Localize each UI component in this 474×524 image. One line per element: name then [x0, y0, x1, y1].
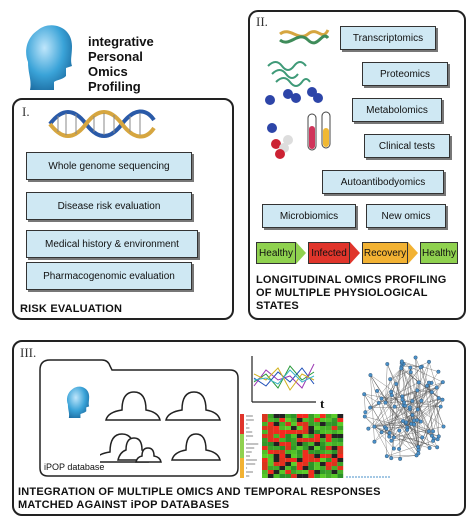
panel-iii-numeral: III. [20, 345, 37, 360]
proteomics-box: Proteomics [362, 62, 448, 86]
transcriptomics-box: Transcriptomics [340, 26, 436, 50]
panel-iii-title: INTEGRATION OF MULTIPLE OMICS AND TEMPOR… [18, 486, 381, 512]
header-title-line: Omics [88, 64, 128, 79]
header-title-line: integrative [88, 34, 154, 49]
state-healthy: Healthy [420, 242, 458, 264]
arrow-icon [296, 242, 306, 264]
profile-head-icon [20, 22, 82, 92]
metabolomics-box: Metabolomics [352, 98, 442, 122]
interaction-network [346, 344, 464, 480]
pharmacogenomic-evaluation-box: Pharmacogenomic evaluation [26, 262, 192, 290]
state-infected: Infected [308, 242, 350, 264]
autoantibodyomics-box: Autoantibodyomics [322, 170, 444, 194]
panel-ii-title-line: LONGITUDINAL OMICS PROFILING [256, 274, 447, 286]
panel-iii-title-line: INTEGRATION OF MULTIPLE OMICS AND TEMPOR… [18, 486, 381, 498]
clinical-tests-box: Clinical tests [364, 134, 450, 158]
panel-i-title: RISK EVALUATION [20, 303, 123, 315]
ipop-database-label: iPOP database [44, 462, 105, 472]
header-title-line: Personal [88, 49, 143, 64]
dna-helix-icon [48, 106, 156, 142]
panel-ii-numeral: II. [256, 14, 268, 29]
new-omics-box: New omics [366, 204, 446, 228]
temporal-line-plot [246, 352, 330, 410]
panel-ii-title-line: STATES [256, 300, 299, 312]
panel-ii-title-line: OF MULTIPLE PHYSIOLOGICAL [256, 287, 428, 299]
time-axis-label: t [320, 396, 325, 411]
panel-i-numeral: I. [22, 104, 30, 119]
state-healthy: Healthy [256, 242, 296, 264]
molecules-illustration [258, 26, 338, 166]
person-silhouette-icons [93, 384, 230, 464]
arrow-icon [408, 242, 418, 264]
microbiomics-box: Microbiomics [262, 204, 356, 228]
panel-longitudinal-profiling [248, 10, 466, 320]
whole-genome-sequencing-box: Whole genome sequencing [26, 152, 192, 180]
panel-iii-title-line: MATCHED AGAINST iPOP DATABASES [18, 499, 230, 511]
state-recovery: Recovery [362, 242, 408, 264]
panel-ii-title: LONGITUDINAL OMICS PROFILING OF MULTIPLE… [256, 274, 447, 313]
arrow-icon [350, 242, 360, 264]
medical-history-box: Medical history & environment [26, 230, 198, 258]
person-head-icon [64, 384, 94, 420]
header-title: integrative Personal Omics Profiling [88, 34, 154, 94]
mini-sequence-track [346, 468, 390, 478]
disease-risk-evaluation-box: Disease risk evaluation [26, 192, 192, 220]
expression-heatmap [240, 414, 344, 478]
header-title-line: Profiling [88, 79, 141, 94]
